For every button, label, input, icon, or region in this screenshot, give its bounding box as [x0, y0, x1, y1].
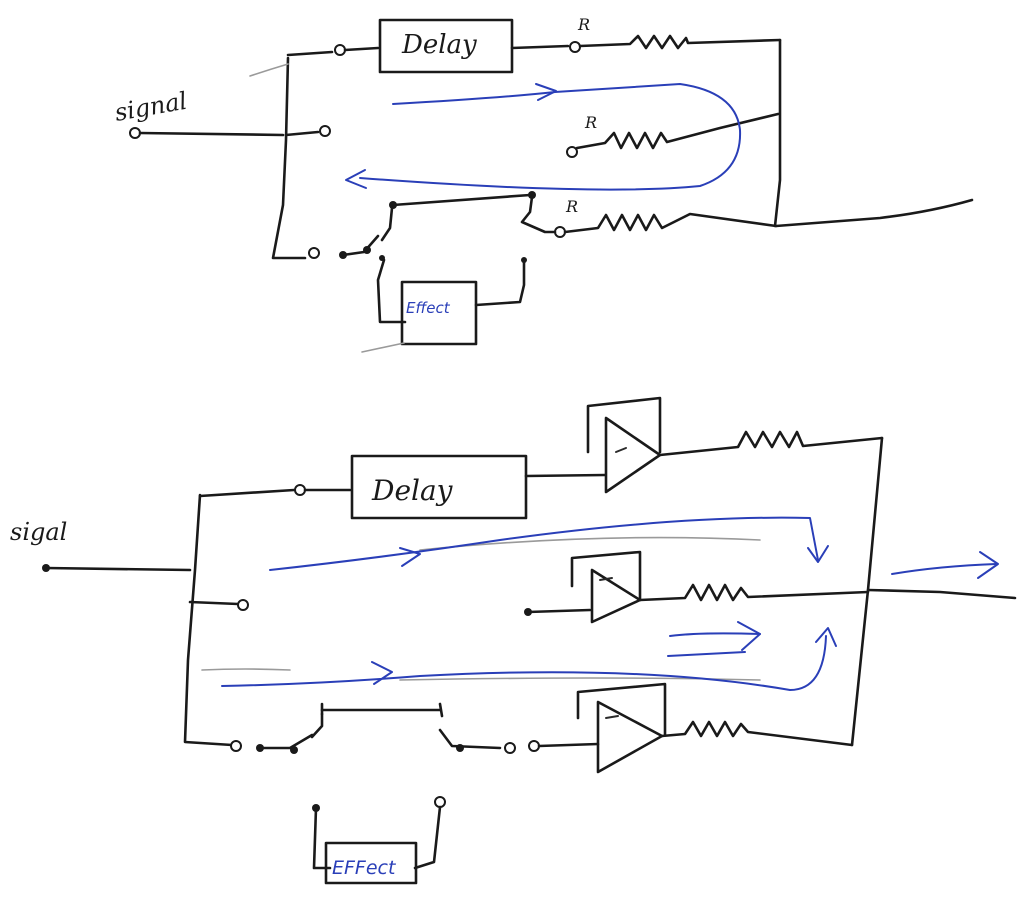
top-right-bus: [773, 38, 782, 228]
bottom-switch-terminal-3: [504, 742, 516, 754]
bottom-delay-box: [350, 454, 528, 520]
top-delay-label: Delay: [401, 30, 477, 60]
bottom-switch-pivot-left: [290, 746, 298, 754]
bottom-dry-lead: [526, 608, 592, 614]
bottom-opamp-2: [590, 568, 642, 624]
bottom-effect-label: EFFect: [332, 857, 397, 879]
top-output-wire: [774, 198, 974, 228]
top-signal-wire: [138, 131, 285, 137]
top-effect-return-wire: [474, 260, 526, 307]
top-switch-left-terminal-1: [308, 247, 320, 259]
bottom-delay-out-wire: [524, 473, 607, 478]
bottom-switch-bridge-right-tick: [438, 702, 444, 718]
top-signal-terminal: [129, 127, 141, 139]
bottom-effect-box: [324, 841, 418, 885]
bottom-effect-send-wire: [312, 806, 332, 870]
bottom-switch-pivot-right: [456, 744, 464, 752]
bottom-opamp-3-minus: [605, 715, 619, 719]
top-diagram: signal Delay R R R: [113, 15, 974, 353]
top-delay-box: [378, 18, 514, 74]
top-switch-left-lever: [380, 206, 394, 242]
top-switch-left-blade: [341, 234, 380, 257]
bottom-signal-wire: [44, 566, 192, 572]
top-effect-box: [400, 280, 478, 346]
bottom-opamp-2-feedback: [570, 550, 642, 602]
bottom-dry-terminal: [237, 599, 249, 611]
bottom-flow-1-head-mid: [399, 547, 421, 567]
bottom-opamp-1: [604, 416, 662, 494]
bottom-opamp-1-minus: [615, 447, 627, 453]
top-resistor-3: [563, 212, 778, 234]
top-resistor-1: [578, 34, 782, 50]
top-ghost-stroke: [249, 63, 289, 77]
top-resistor-2: [575, 112, 780, 150]
top-loop-bridge: [391, 193, 532, 207]
bottom-opamp-3-feedback: [576, 682, 667, 737]
top-effect-label: Effect: [406, 299, 451, 317]
bottom-resistor-b1: [658, 430, 884, 457]
bottom-opamp-3: [596, 700, 664, 774]
bottom-signal-label: sigal: [10, 518, 67, 546]
bottom-delay-label: Delay: [371, 474, 454, 507]
top-dry-out-terminal: [566, 146, 578, 158]
bottom-switch-right-blade: [438, 728, 502, 750]
top-loop-right-terminal: [528, 191, 536, 199]
bottom-flow-2-head: [737, 621, 761, 651]
top-delay-in-wire: [286, 50, 334, 57]
top-signal-label: signal: [113, 87, 190, 127]
bottom-resistor-b3: [660, 720, 854, 747]
top-effect-tail: [361, 342, 405, 353]
bottom-opamp-1-feedback: [586, 396, 662, 454]
bottom-switch-left-blade: [258, 733, 314, 750]
top-effect-return-terminal: [554, 226, 566, 238]
top-flow-arrow-head-right: [535, 83, 557, 101]
bottom-ghost-stroke-2: [201, 668, 291, 671]
top-delay-out-wire: [510, 44, 570, 50]
bottom-flow-3-head-end: [815, 627, 837, 647]
top-delay-lead: [343, 46, 380, 52]
bottom-output-wire: [866, 588, 1017, 600]
top-flow-loop: [359, 83, 742, 191]
bottom-flow-1-head-end: [807, 545, 829, 563]
top-effect-return-dot: [521, 257, 527, 263]
top-effect-send-terminal: [379, 255, 385, 261]
bottom-delay-in-terminal: [294, 484, 306, 496]
bottom-dry-wire: [188, 600, 240, 606]
top-dry-wire: [284, 130, 320, 137]
bottom-opamp-2-minus: [599, 577, 613, 581]
bottom-flow-output: [891, 563, 997, 575]
top-switch-right-blade: [520, 195, 557, 234]
top-dry-terminal: [319, 125, 331, 137]
top-left-bus: [271, 56, 307, 260]
bottom-switch-terminal-4: [528, 740, 540, 752]
bottom-flow-1: [269, 516, 819, 571]
bottom-diagram: sigal Delay: [10, 396, 1017, 885]
top-resistor-label-3: R: [565, 197, 578, 216]
bottom-left-bus: [183, 493, 234, 747]
bottom-flow-3-head-mid: [371, 661, 393, 685]
bottom-effect-return-wire: [413, 805, 442, 870]
bottom-flow-2: [669, 632, 761, 637]
top-effect-send-wire: [376, 258, 407, 324]
bottom-flow-3: [221, 635, 827, 691]
bottom-switch-terminal-1: [230, 740, 242, 752]
bottom-switch-lever-left: [310, 712, 324, 739]
top-delay-in-terminal: [334, 44, 346, 56]
bottom-flow-output-head: [977, 551, 999, 579]
top-resistor-label-1: R: [577, 15, 590, 34]
bottom-flow-2b: [667, 651, 746, 657]
bottom-return-lead: [537, 742, 600, 748]
bottom-resistor-b2: [638, 583, 870, 602]
bottom-effect-return-terminal: [434, 796, 446, 808]
top-switch-left-pivot: [363, 246, 371, 254]
top-delay-out-terminal: [569, 41, 581, 53]
bottom-delay-in-wire: [198, 488, 296, 498]
top-resistor-label-2: R: [584, 113, 597, 132]
top-flow-arrow-head-left: [345, 169, 367, 189]
